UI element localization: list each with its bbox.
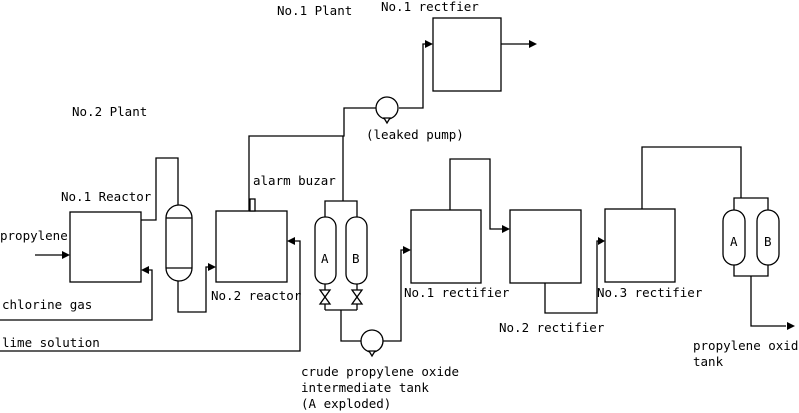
crude-label-2: intermediate tank xyxy=(301,380,429,395)
leaked-pump xyxy=(375,96,399,120)
rectifier-top-inlet-arrow xyxy=(425,40,433,48)
condenser-vessel xyxy=(165,204,193,282)
no1-reactor-box xyxy=(69,211,142,283)
manifold-to-pump-line xyxy=(340,310,361,342)
crude-label-3: (A exploded) xyxy=(301,396,391,411)
reactor2-inlet-arrow xyxy=(208,263,216,271)
chlorine-arrow xyxy=(141,266,149,274)
no2-rectifier-box xyxy=(509,209,582,284)
plant2-label: No.2 Plant xyxy=(72,104,147,119)
product-label-1: propylene oxide xyxy=(693,338,799,353)
product-tank-b-label: B xyxy=(764,234,772,249)
tank-a-label: A xyxy=(321,251,329,266)
propylene-label: propylene xyxy=(0,228,68,243)
leaked-pump-label: (leaked pump) xyxy=(366,127,464,142)
product-outlet-arrow xyxy=(787,322,795,330)
product-outlet-line xyxy=(750,276,786,327)
rectifier2-inlet-arrow xyxy=(502,225,510,233)
condenser-to-reactor2-line xyxy=(177,266,210,313)
reactor1-label: No.1 Reactor xyxy=(61,189,152,204)
rectifier3-inlet-arrow xyxy=(598,237,605,245)
rectifier2-label: No.2 rectifier xyxy=(499,320,605,335)
product-tank-a-label: A xyxy=(730,234,738,249)
product-label-2: tank xyxy=(693,354,724,369)
rectifier1-inlet-arrow xyxy=(403,246,411,254)
crude-pump xyxy=(360,329,384,353)
crude-label-1: crude propylene oxide xyxy=(301,364,459,379)
no2-reactor-box xyxy=(215,210,288,283)
rectifier3-overhead-line xyxy=(641,146,742,209)
plant1-label: No.1 Plant xyxy=(277,3,352,18)
crude-pump-to-rectifier1-line xyxy=(383,249,404,342)
alarm-buzzer xyxy=(249,198,256,212)
tank-header-line xyxy=(324,200,358,217)
leaked-pump-to-rectifier-line xyxy=(399,43,426,109)
rectifier1-overhead-line xyxy=(449,158,503,230)
rectifier1-label: No.1 rectifier xyxy=(404,285,510,300)
reactor1-overhead-line xyxy=(141,157,179,221)
product-tank-header xyxy=(733,197,769,210)
no3-rectifier-box xyxy=(604,208,676,283)
valve-a xyxy=(318,289,332,305)
valve-b xyxy=(350,289,364,305)
chlorine-label: chlorine gas xyxy=(2,297,92,312)
lime-arrow xyxy=(287,237,295,245)
tank-b-label: B xyxy=(352,251,360,266)
reactor2-overhead-line xyxy=(248,107,376,211)
lime-label: lime solution xyxy=(2,335,100,350)
no1-rectifier-box xyxy=(410,209,482,284)
propylene-arrow xyxy=(62,251,70,259)
reactor2-label: No.2 reactor xyxy=(211,288,302,303)
no1-rectifier-top-box xyxy=(432,17,502,92)
leaked-pump-base xyxy=(382,117,392,125)
alarm-label: alarm buzar xyxy=(253,173,336,188)
rectifier-top-outlet-arrow xyxy=(529,40,537,48)
rectifier3-label: No.3 rectifier xyxy=(597,285,703,300)
lime-solution-line xyxy=(0,240,301,352)
rectifier-top-label: No.1 rectfier xyxy=(381,0,479,14)
crude-pump-base xyxy=(367,350,377,358)
product-tank-bottom xyxy=(733,265,769,277)
